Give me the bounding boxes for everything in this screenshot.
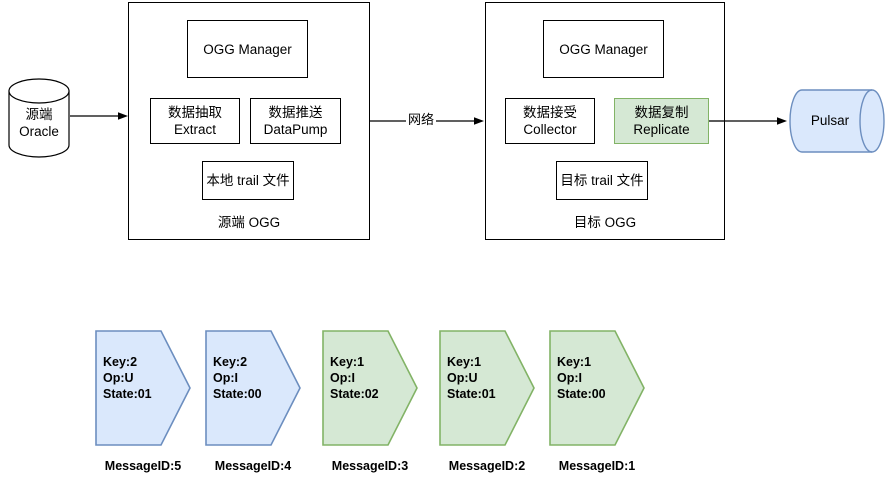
message-2-op: Op:U	[447, 371, 478, 385]
message-3-op: Op:I	[330, 371, 355, 385]
target-ogg-manager-box: OGG Manager	[543, 20, 664, 78]
message-5-op: Op:U	[103, 371, 134, 385]
message-1-fields: Key:1 Op:I State:00	[557, 354, 606, 402]
message-1-id: MessageID:1	[558, 459, 636, 473]
replicate-box: 数据复制 Replicate	[614, 98, 709, 144]
message-arrow-2	[439, 330, 535, 446]
target-ogg-manager-label: OGG Manager	[559, 41, 648, 57]
datapump-label-cn: 数据推送	[268, 105, 323, 120]
extract-label-en: Extract	[173, 122, 216, 137]
message-4-op: Op:I	[213, 371, 238, 385]
message-4-id: MessageID:4	[214, 459, 292, 473]
message-1-key: Key:1	[557, 355, 592, 369]
message-5-key: Key:2	[103, 355, 138, 369]
target-ogg-caption: 目标 OGG	[573, 215, 637, 230]
message-5-id: MessageID:5	[104, 459, 182, 473]
message-4-fields: Key:2 Op:I State:00	[213, 354, 262, 402]
message-3-key: Key:1	[330, 355, 365, 369]
arrow-target-ogg-to-pulsar	[725, 115, 789, 127]
message-arrow-4	[205, 330, 301, 446]
extract-label-cn: 数据抽取	[168, 105, 222, 120]
extract-box: 数据抽取 Extract	[150, 98, 240, 144]
message-3-state: State:02	[330, 387, 379, 401]
source-ogg-manager-label: OGG Manager	[203, 41, 292, 57]
message-3-id: MessageID:3	[331, 459, 409, 473]
message-4-key: Key:2	[213, 355, 248, 369]
pulsar-cylinder: Pulsar	[789, 89, 885, 153]
collector-box: 数据接受 Collector	[505, 98, 595, 144]
datapump-box: 数据推送 DataPump	[250, 98, 341, 144]
collector-label-en: Collector	[523, 122, 577, 137]
collector-label-cn: 数据接受	[523, 105, 577, 120]
message-arrow-5	[95, 330, 191, 446]
local-trail-file-label: 本地 trail 文件	[206, 173, 290, 188]
message-5-fields: Key:2 Op:U State:01	[103, 354, 152, 402]
network-arrow-label: 网络	[406, 112, 437, 127]
message-1-op: Op:I	[557, 371, 582, 385]
datapump-label-en: DataPump	[263, 122, 328, 137]
message-2-fields: Key:1 Op:U State:01	[447, 354, 496, 402]
replicate-label-en: Replicate	[633, 122, 690, 137]
message-5-state: State:01	[103, 387, 152, 401]
arrow-oracle-to-source-ogg	[70, 110, 130, 122]
replicate-label-cn: 数据复制	[634, 105, 689, 120]
target-trail-file-box: 目标 trail 文件	[556, 161, 648, 200]
message-arrow-1	[549, 330, 645, 446]
message-2-key: Key:1	[447, 355, 482, 369]
message-3-fields: Key:1 Op:I State:02	[330, 354, 379, 402]
message-2-state: State:01	[447, 387, 496, 401]
source-oracle-cylinder: 源端 Oracle	[8, 78, 70, 158]
source-ogg-caption: 源端 OGG	[217, 215, 281, 230]
local-trail-file-box: 本地 trail 文件	[202, 161, 294, 200]
message-arrow-3	[322, 330, 418, 446]
message-1-state: State:00	[557, 387, 606, 401]
source-ogg-manager-box: OGG Manager	[187, 20, 308, 78]
target-trail-file-label: 目标 trail 文件	[560, 173, 644, 188]
message-4-state: State:00	[213, 387, 262, 401]
message-2-id: MessageID:2	[448, 459, 526, 473]
